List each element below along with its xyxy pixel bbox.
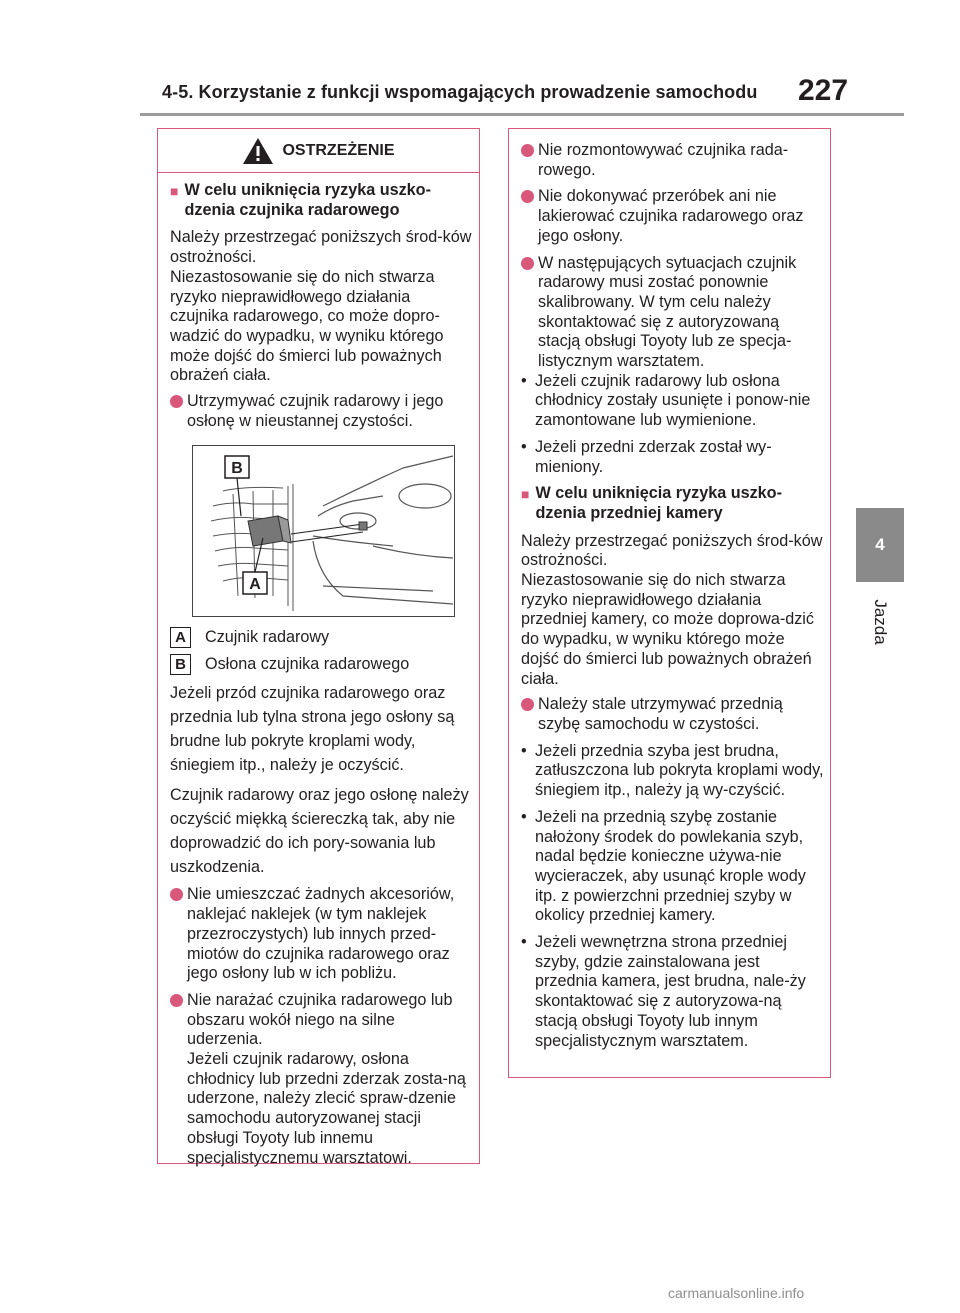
section-heading: ■ W celu uniknięcia ryzyka uszko-dzenia … [170, 181, 473, 220]
bullet-char: • [521, 741, 527, 760]
pink-dot-icon [521, 256, 534, 270]
legend-text-b: Osłona czujnika radarowego [205, 655, 410, 674]
pink-dot-icon [521, 190, 534, 204]
pink-square-icon: ■ [521, 486, 530, 503]
sub-item-text: Jeżeli przednia szyba jest brudna, zatłu… [535, 741, 824, 800]
legend-item-b: B Osłona czujnika radarowego [170, 654, 473, 676]
warning-content-continued: Nie rozmontowywać czujnika rada-rowego. … [521, 141, 824, 1058]
list-item-detail: Jeżeli czujnik radarowy, osłona chłodnic… [187, 1050, 466, 1167]
header-rule [140, 113, 904, 116]
pink-dot-icon [170, 395, 183, 409]
sub-item-text: Jeżeli wewnętrzna strona przedniej szyby… [535, 933, 806, 1050]
svg-text:B: B [231, 460, 243, 477]
legend-badge-b: B [170, 654, 191, 676]
list-item-body: Nie narażać czujnika radarowego lub obsz… [187, 991, 473, 1168]
list-item-text: W następujących sytuacjach czujnik radar… [538, 253, 797, 371]
sub-item: • Jeżeli przednia szyba jest brudna, zat… [521, 742, 824, 801]
section-heading-text: W celu uniknięcia ryzyka uszko-dzenia pr… [535, 484, 782, 522]
chapter-label: Jazda [871, 599, 890, 645]
sub-item: • Jeżeli przedni zderzak został wy-mieni… [521, 438, 824, 477]
list-item: Nie umieszczać żadnych akcesoriów, nakle… [170, 885, 473, 984]
list-item: Nie rozmontowywać czujnika rada-rowego. [521, 141, 824, 180]
pink-dot-icon [170, 888, 183, 902]
list-item: W następujących sytuacjach czujnik radar… [521, 254, 824, 372]
list-item-text: Nie dokonywać przeróbek ani nie lakierow… [538, 187, 804, 245]
warning-box: OSTRZEŻENIE ■ W celu uniknięcia ryzyka u… [157, 128, 480, 1167]
legend-badge-a: A [170, 627, 191, 649]
list-item-text: Należy stale utrzymywać przednią szybę s… [538, 695, 783, 733]
paragraph-dirty: Jeżeli przód czujnika radarowego oraz pr… [170, 684, 455, 775]
list-item-text: Nie umieszczać żadnych akcesoriów, nakle… [187, 885, 455, 983]
paragraph-clean: Czujnik radarowy oraz jego osłonę należy… [170, 786, 469, 877]
warning-label: OSTRZEŻENIE [282, 141, 395, 159]
intro-paragraph: Należy przestrzegać poniższych środ-ków … [170, 228, 472, 385]
warning-triangle-icon [243, 137, 274, 164]
pink-square-icon: ■ [170, 183, 179, 199]
list-item-text: Nie rozmontowywać czujnika rada-rowego. [538, 141, 789, 179]
section-heading: ■ W celu uniknięcia ryzyka uszko-dzenia … [521, 484, 824, 523]
intro-paragraph: Należy przestrzegać poniższych środ-ków … [521, 531, 823, 688]
warning-content: ■ W celu uniknięcia ryzyka uszko-dzenia … [170, 181, 473, 1175]
sub-item-text: Jeżeli na przednią szybę zostanie nałożo… [535, 807, 806, 925]
chapter-tab[interactable]: 4 [856, 508, 904, 582]
sub-item: • Jeżeli czujnik radarowy lub osłona chł… [521, 372, 824, 431]
sub-item: • Jeżeli wewnętrzna strona przedniej szy… [521, 933, 824, 1051]
sub-item: • Jeżeli na przednią szybę zostanie nało… [521, 808, 824, 926]
bullet-char: • [521, 933, 527, 952]
legend-item-a: A Czujnik radarowy [170, 627, 473, 649]
radar-sensor-illustration: B A [193, 446, 454, 617]
page-number: 227 [798, 74, 849, 107]
pink-dot-icon [170, 993, 183, 1007]
legend-text-a: Czujnik radarowy [205, 628, 330, 647]
list-item: Nie narażać czujnika radarowego lub obsz… [170, 991, 473, 1168]
svg-text:A: A [249, 576, 261, 593]
sub-item-text: Jeżeli czujnik radarowy lub osłona chłod… [535, 371, 811, 430]
list-item-text: Nie narażać czujnika radarowego lub obsz… [187, 990, 453, 1049]
list-item-text: Utrzymywać czujnik radarowy i jego osłon… [187, 392, 444, 430]
chapter-number: 4 [875, 535, 885, 554]
sub-item-text: Jeżeli przedni zderzak został wy-mienion… [535, 437, 772, 476]
list-item: Utrzymywać czujnik radarowy i jego osłon… [170, 392, 473, 431]
page-header-title: 4-5. Korzystanie z funkcji wspomagającyc… [162, 82, 758, 102]
radar-sensor-figure: B A [192, 445, 455, 618]
bullet-char: • [521, 437, 527, 456]
bullet-char: • [521, 807, 527, 826]
section-heading-text: W celu uniknięcia ryzyka uszko-dzenia cz… [184, 181, 431, 219]
pink-dot-icon [521, 144, 534, 157]
watermark: carmanualsonline.info [668, 1285, 805, 1301]
list-item: Nie dokonywać przeróbek ani nie lakierow… [521, 187, 824, 246]
bullet-char: • [521, 371, 527, 390]
warning-header: OSTRZEŻENIE [158, 129, 479, 173]
chapter-side-label: Jazda [870, 590, 890, 650]
list-item: Należy stale utrzymywać przednią szybę s… [521, 695, 824, 734]
pink-dot-icon [521, 698, 534, 712]
warning-box-continued: Nie rozmontowywać czujnika rada-rowego. … [508, 128, 831, 1078]
